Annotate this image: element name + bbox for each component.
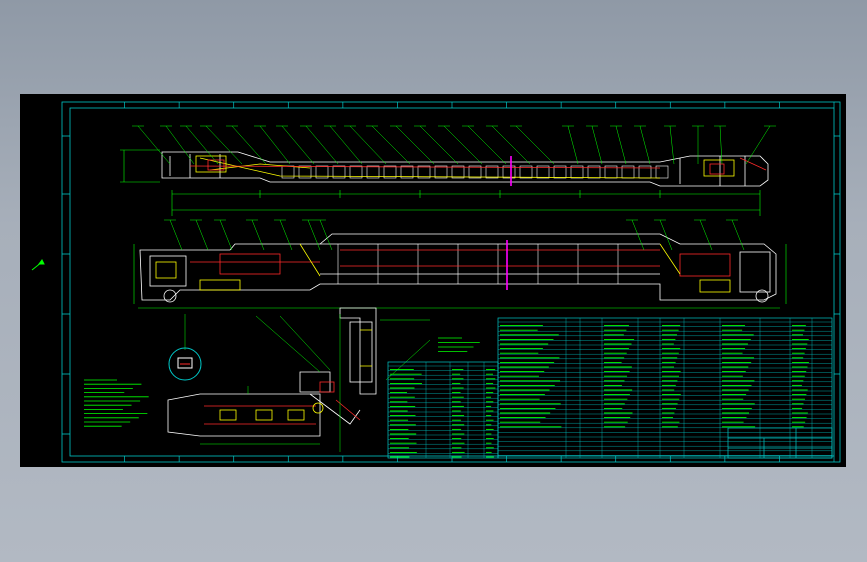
detail-view xyxy=(168,314,202,381)
cad-drawing-canvas[interactable] xyxy=(20,94,846,467)
title-block xyxy=(727,427,833,459)
cross-section-view xyxy=(167,307,431,452)
drawing-sheet xyxy=(31,101,841,463)
parts-list-table xyxy=(387,317,833,459)
origin-marker xyxy=(31,259,45,271)
top-elevation-view xyxy=(120,125,776,216)
border-column-ticks xyxy=(124,102,835,462)
side-section-view xyxy=(133,219,787,309)
section-notes xyxy=(438,337,480,352)
technical-notes-block xyxy=(84,379,149,427)
